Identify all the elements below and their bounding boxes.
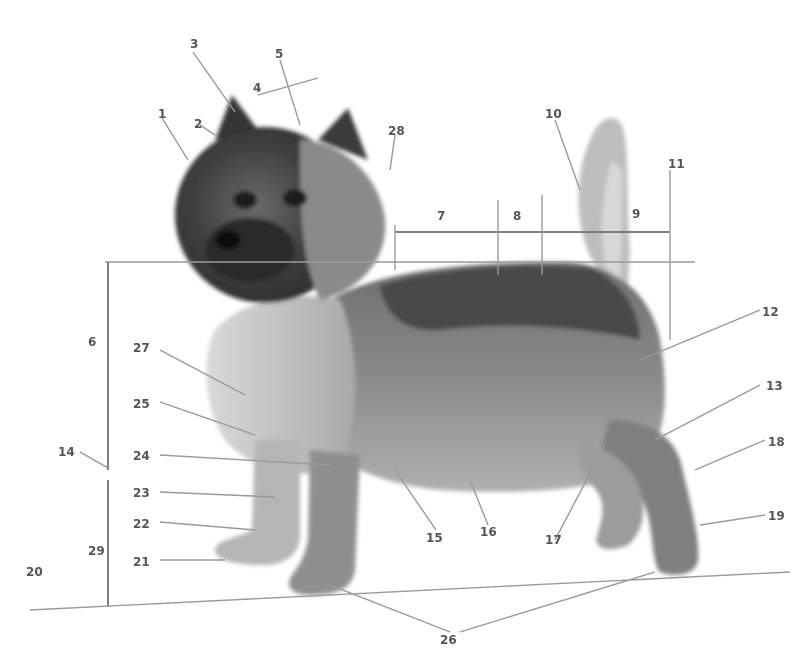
label-4: 4	[253, 81, 261, 95]
dog-nose	[215, 230, 241, 250]
label-26: 26	[440, 633, 457, 647]
dog-muzzle	[205, 218, 295, 282]
label-9: 9	[632, 207, 640, 221]
label-27: 27	[133, 341, 150, 355]
label-5: 5	[275, 47, 283, 61]
label-16: 16	[480, 525, 497, 539]
label-19: 19	[768, 509, 785, 523]
label-25: 25	[133, 397, 150, 411]
label-22: 22	[133, 517, 150, 531]
label-14: 14	[58, 445, 75, 459]
label-13: 13	[766, 379, 783, 393]
label-29: 29	[88, 544, 105, 558]
label-10: 10	[545, 107, 562, 121]
label-8: 8	[513, 209, 521, 223]
label-11: 11	[668, 157, 685, 171]
label-15: 15	[426, 531, 443, 545]
label-28: 28	[388, 124, 405, 138]
label-24: 24	[133, 449, 150, 463]
dog-eye-right	[283, 189, 307, 207]
label-2: 2	[194, 117, 202, 131]
label-17: 17	[545, 533, 562, 547]
dog-illustration	[175, 95, 698, 595]
label-18: 18	[768, 435, 785, 449]
label-1: 1	[158, 107, 166, 121]
dog-head-side	[300, 140, 385, 300]
label-6: 6	[88, 335, 96, 349]
label-23: 23	[133, 486, 150, 500]
dog-eye-left	[233, 191, 257, 209]
label-12: 12	[762, 305, 779, 319]
label-20: 20	[26, 565, 43, 579]
label-21: 21	[133, 555, 150, 569]
label-7: 7	[437, 209, 445, 223]
label-3: 3	[190, 37, 198, 51]
